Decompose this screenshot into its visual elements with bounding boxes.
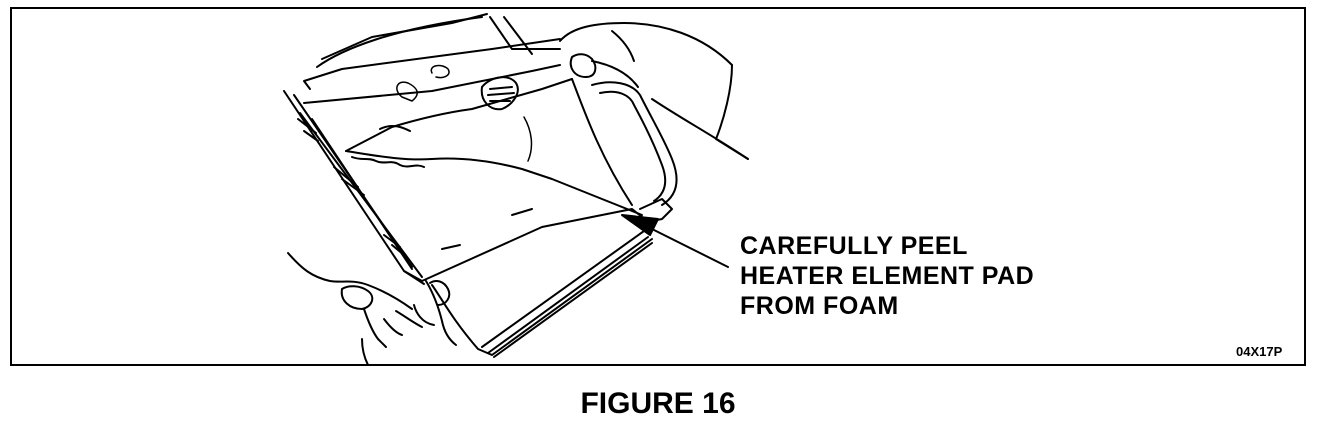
reference-code: 04X17P [1236,344,1283,359]
heater-pad-flap [345,76,678,224]
figure-caption-text: FIGURE 16 [580,387,736,420]
figure-frame: CAREFULLY PEEL HEATER ELEMENT PAD FROM F… [10,7,1306,366]
foam-surface [303,64,561,270]
lower-hand [287,252,457,366]
callout-label: CAREFULLY PEEL HEATER ELEMENT PAD FROM F… [740,231,1034,321]
callout-arrow [621,214,729,268]
cushion-front-edge [403,208,653,358]
seat-cushion-frame [283,13,561,285]
upper-hand [559,22,749,160]
seat-heater-illustration [283,13,749,366]
figure-caption: FIGURE 16 [0,386,1328,422]
callout-line-2: HEATER ELEMENT PAD [740,262,1035,290]
callout-line-3: FROM FOAM [740,292,899,320]
callout-line-1: CAREFULLY PEEL [740,232,968,260]
